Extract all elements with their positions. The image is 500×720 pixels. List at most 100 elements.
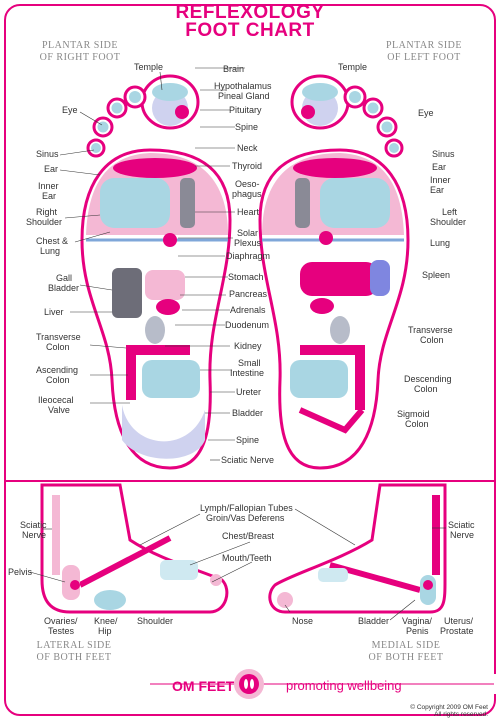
label-bladder-medial: Bladder — [358, 616, 389, 626]
label-chest-lung-2: Lung — [40, 246, 60, 256]
label-right-shoulder-2: Shoulder — [26, 217, 62, 227]
label-gall-bladder-2: Bladder — [48, 283, 79, 293]
label-sinus-left: Sinus — [432, 149, 455, 159]
label-heart: Heart — [237, 207, 260, 217]
lateral-foot — [40, 483, 229, 614]
label-vagina-penis-1: Vagina/ — [402, 616, 432, 626]
label-transverse-colon-right-2: Colon — [46, 342, 70, 352]
label-kidney: Kidney — [234, 341, 262, 351]
label-left-shoulder-1: Left — [442, 207, 458, 217]
label-shoulder: Shoulder — [137, 616, 173, 626]
label-ileocecal-valve-2: Valve — [48, 405, 70, 415]
label-duodenum: Duodenum — [225, 320, 269, 330]
label-small-intestine-1: Small — [238, 358, 261, 368]
label-ovaries-testes-1: Ovaries/ — [44, 616, 78, 626]
label-spine-bottom: Spine — [236, 435, 259, 445]
label-thyroid: Thyroid — [232, 161, 262, 171]
label-chest-breast: Chest/Breast — [222, 531, 275, 541]
label-sciatic-nerve: Sciatic Nerve — [221, 455, 274, 465]
label-sigmoid-colon-1: Sigmoid — [397, 409, 430, 419]
label-sciatic-medial-2: Nerve — [450, 530, 474, 540]
label-descending-colon-2: Colon — [414, 384, 438, 394]
label-inner-ear-left-1: Inner — [430, 175, 451, 185]
label-descending-colon-1: Descending — [404, 374, 452, 384]
label-liver: Liver — [44, 307, 64, 317]
label-ovaries-testes-2: Testes — [48, 626, 75, 636]
label-ear-right: Ear — [44, 164, 58, 174]
label-stomach: Stomach — [228, 272, 264, 282]
label-uterus-prostate-1: Uterus/ — [444, 616, 474, 626]
label-ileocecal-valve-1: Ileocecal — [38, 395, 74, 405]
label-nose: Nose — [292, 616, 313, 626]
label-ascending-colon-2: Colon — [46, 375, 70, 385]
label-sigmoid-colon-2: Colon — [405, 419, 429, 429]
label-chest-lung-1: Chest & — [36, 236, 68, 246]
label-hypothalamus: Hypothalamus — [214, 81, 272, 91]
label-sinus-right: Sinus — [36, 149, 59, 159]
pituitary-point-left — [301, 105, 315, 119]
plantar-right-heading: PLANTAR SIDE OF RIGHT FOOT — [39, 40, 121, 63]
label-transverse-colon-left-1: Transverse — [408, 325, 453, 335]
label-diaphragm: Diaphragm — [226, 251, 270, 261]
label-gall-bladder-1: Gall — [56, 273, 72, 283]
label-pancreas: Pancreas — [229, 289, 268, 299]
label-ascending-colon-1: Ascending — [36, 365, 78, 375]
label-right-shoulder-1: Right — [36, 207, 58, 217]
label-inner-ear-right-2: Ear — [42, 191, 56, 201]
label-pineal-gland: Pineal Gland — [218, 91, 270, 101]
label-spleen: Spleen — [422, 270, 450, 280]
medial-foot-outline — [268, 483, 447, 614]
label-vagina-penis-2: Penis — [406, 626, 429, 636]
medial-foot — [268, 483, 447, 614]
pituitary-point-right — [175, 105, 189, 119]
label-sciatic-medial-1: Sciatic — [448, 520, 475, 530]
label-inner-ear-right-1: Inner — [38, 181, 59, 191]
label-uterus-prostate-2: Prostate — [440, 626, 474, 636]
chart-border — [4, 4, 496, 716]
chart-title-line-2: FOOT CHART — [185, 20, 315, 41]
label-neck: Neck — [237, 143, 258, 153]
label-brain: Brain — [223, 64, 244, 74]
left-foot-plantar — [258, 74, 410, 470]
label-groin: Groin/Vas Deferens — [206, 513, 285, 523]
chart-title-line-1: REFLEXOLOGY — [175, 2, 325, 23]
right-foot-plantar — [80, 74, 232, 470]
label-pituitary: Pituitary — [229, 105, 262, 115]
label-ureter: Ureter — [236, 387, 261, 397]
medial-heading: MEDIAL SIDE OF BOTH FEET — [368, 640, 444, 663]
label-solar-plexus-2: Plexus — [234, 238, 262, 248]
label-eye-left: Eye — [418, 108, 434, 118]
label-sciatic-lateral-2: Nerve — [22, 530, 46, 540]
label-left-shoulder-2: Shoulder — [430, 217, 466, 227]
lotus-logo-icon — [234, 669, 264, 699]
leader-lines — [29, 67, 446, 621]
label-transverse-colon-right-1: Transverse — [36, 332, 81, 342]
label-spine-top: Spine — [235, 122, 258, 132]
label-knee-hip-2: Hip — [98, 626, 112, 636]
label-temple-right: Temple — [134, 62, 163, 72]
label-ear-left: Ear — [432, 162, 446, 172]
brand-name: OM FEET — [172, 678, 235, 694]
label-mouth-teeth: Mouth/Teeth — [222, 553, 272, 563]
label-adrenals: Adrenals — [230, 305, 266, 315]
label-lymph: Lymph/Fallopian Tubes — [200, 503, 293, 513]
label-bladder: Bladder — [232, 408, 263, 418]
label-pelvis: Pelvis — [8, 567, 33, 577]
label-solar-plexus-1: Solar — [237, 228, 258, 238]
label-transverse-colon-left-2: Colon — [420, 335, 444, 345]
label-small-intestine-2: Intestine — [230, 368, 264, 378]
label-sciatic-lateral-1: Sciatic — [20, 520, 47, 530]
copyright: © Copyright 2009 OM Feet All rights rese… — [410, 704, 488, 718]
brand-tagline: promoting wellbeing — [286, 678, 402, 693]
label-inner-ear-left-2: Ear — [430, 185, 444, 195]
label-oesophagus-2: phagus — [232, 189, 262, 199]
label-temple-left: Temple — [338, 62, 367, 72]
label-knee-hip-1: Knee/ — [94, 616, 118, 626]
label-oesophagus-1: Oeso- — [235, 179, 260, 189]
organ-labels: Brain Temple Temple Hypothalamus Pineal … — [8, 62, 475, 636]
plantar-left-heading: PLANTAR SIDE OF LEFT FOOT — [385, 40, 463, 63]
lateral-heading: LATERAL SIDE OF BOTH FEET — [36, 640, 112, 663]
label-eye-right: Eye — [62, 105, 78, 115]
label-lung: Lung — [430, 238, 450, 248]
